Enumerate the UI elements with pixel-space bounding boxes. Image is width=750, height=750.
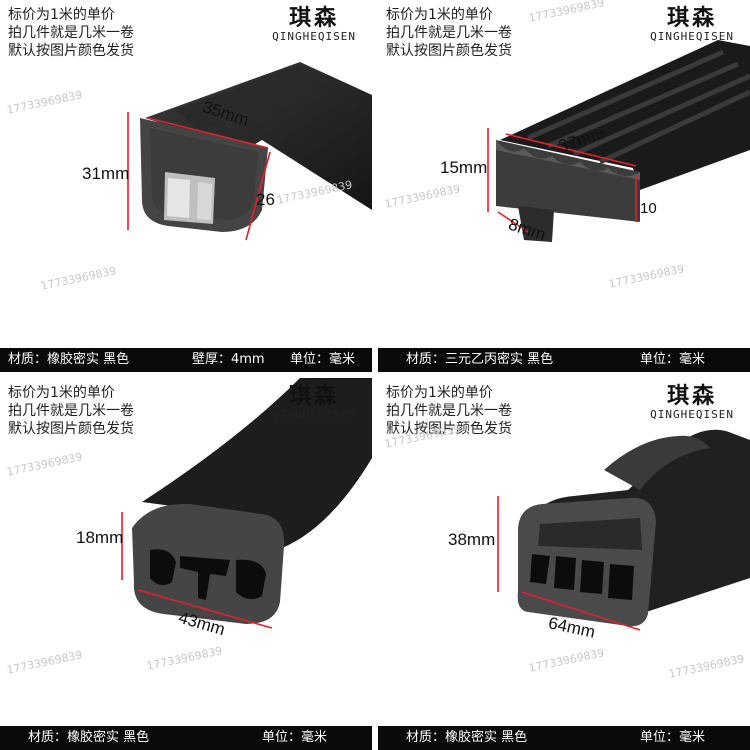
brand-logo: 琪森 QINGHEQISEN [650, 384, 734, 421]
spec-material: 材质：橡胶密实 黑色 [406, 730, 528, 745]
dimension-height: 18mm [76, 528, 124, 547]
spec-bar: 材质：三元乙丙密实 黑色 单位：毫米 [378, 348, 750, 372]
dimension-depth: 26 [256, 190, 275, 209]
brand-name-en: QINGHEQISEN [650, 408, 734, 421]
spec-bar: 材质：橡胶密实 黑色 单位：毫米 [378, 726, 750, 750]
rubber-strip-2-illustration [487, 40, 750, 242]
dimension-side: 10 [640, 200, 657, 217]
promo-line: 标价为1米的单价 [386, 385, 493, 401]
promo-line: 默认按图片颜色发货 [8, 43, 134, 59]
product-panel-3: 标价为1米的单价 拍几件就是几米一卷 默认按图片颜色发货 琪森 QINGHEQI… [0, 378, 372, 750]
spec-unit: 单位：毫米 [262, 730, 328, 745]
promo-line: 拍几件就是几米一卷 [8, 25, 134, 41]
spec-material: 材质：橡胶密实 黑色 [28, 730, 150, 745]
brand-name-en: QINGHEQISEN [272, 408, 356, 421]
spec-material: 材质：三元乙丙密实 黑色 [406, 352, 554, 367]
promo-text: 标价为1米的单价 拍几件就是几米一卷 默认按图片颜色发货 [386, 6, 512, 60]
spec-bar: 材质：橡胶密实 黑色 壁厚：4mm 单位：毫米 [0, 348, 372, 372]
dimension-height: 15mm [440, 158, 488, 177]
promo-line: 默认按图片颜色发货 [386, 421, 512, 437]
brand-name-cn: 琪森 [667, 5, 718, 31]
spec-unit: 单位：毫米 [640, 730, 706, 745]
brand-logo: 琪森 QINGHEQISEN [272, 384, 356, 421]
promo-line: 默认按图片颜色发货 [8, 421, 134, 437]
brand-name-en: QINGHEQISEN [272, 30, 356, 43]
spec-thickness: 壁厚：4mm [192, 352, 265, 367]
promo-text: 标价为1米的单价 拍几件就是几米一卷 默认按图片颜色发货 [8, 384, 134, 438]
product-panel-4: 标价为1米的单价 拍几件就是几米一卷 默认按图片颜色发货 琪森 QINGHEQI… [378, 378, 750, 750]
rubber-strip-3-illustration [121, 378, 372, 629]
promo-line: 默认按图片颜色发货 [386, 43, 512, 59]
brand-name-en: QINGHEQISEN [650, 30, 734, 43]
brand-name-cn: 琪森 [289, 383, 340, 409]
spec-bar: 材质：橡胶密实 黑色 单位：毫米 [0, 726, 372, 750]
rubber-strip-1-illustration [127, 62, 372, 241]
promo-line: 标价为1米的单价 [8, 385, 115, 401]
spec-unit: 单位：毫米 [640, 352, 706, 367]
rubber-strip-4-illustration [497, 429, 750, 631]
spec-material: 材质：橡胶密实 黑色 [8, 352, 130, 367]
promo-line: 拍几件就是几米一卷 [386, 403, 512, 419]
brand-logo: 琪森 QINGHEQISEN [272, 6, 356, 43]
dimension-height: 31mm [82, 164, 130, 183]
promo-text: 标价为1米的单价 拍几件就是几米一卷 默认按图片颜色发货 [8, 6, 134, 60]
brand-name-cn: 琪森 [667, 383, 718, 409]
product-panel-2: 标价为1米的单价 拍几件就是几米一卷 默认按图片颜色发货 琪森 QINGHEQI… [378, 0, 750, 372]
brand-name-cn: 琪森 [289, 5, 340, 31]
brand-logo: 琪森 QINGHEQISEN [650, 6, 734, 43]
promo-line: 拍几件就是几米一卷 [8, 403, 134, 419]
promo-line: 标价为1米的单价 [386, 7, 493, 23]
product-panel-1: 标价为1米的单价 拍几件就是几米一卷 默认按图片颜色发货 琪森 QINGHEQI… [0, 0, 372, 372]
dimension-height: 38mm [448, 530, 496, 549]
promo-line: 标价为1米的单价 [8, 7, 115, 23]
promo-text: 标价为1米的单价 拍几件就是几米一卷 默认按图片颜色发货 [386, 384, 512, 438]
promo-line: 拍几件就是几米一卷 [386, 25, 512, 41]
spec-unit: 单位：毫米 [290, 352, 356, 367]
